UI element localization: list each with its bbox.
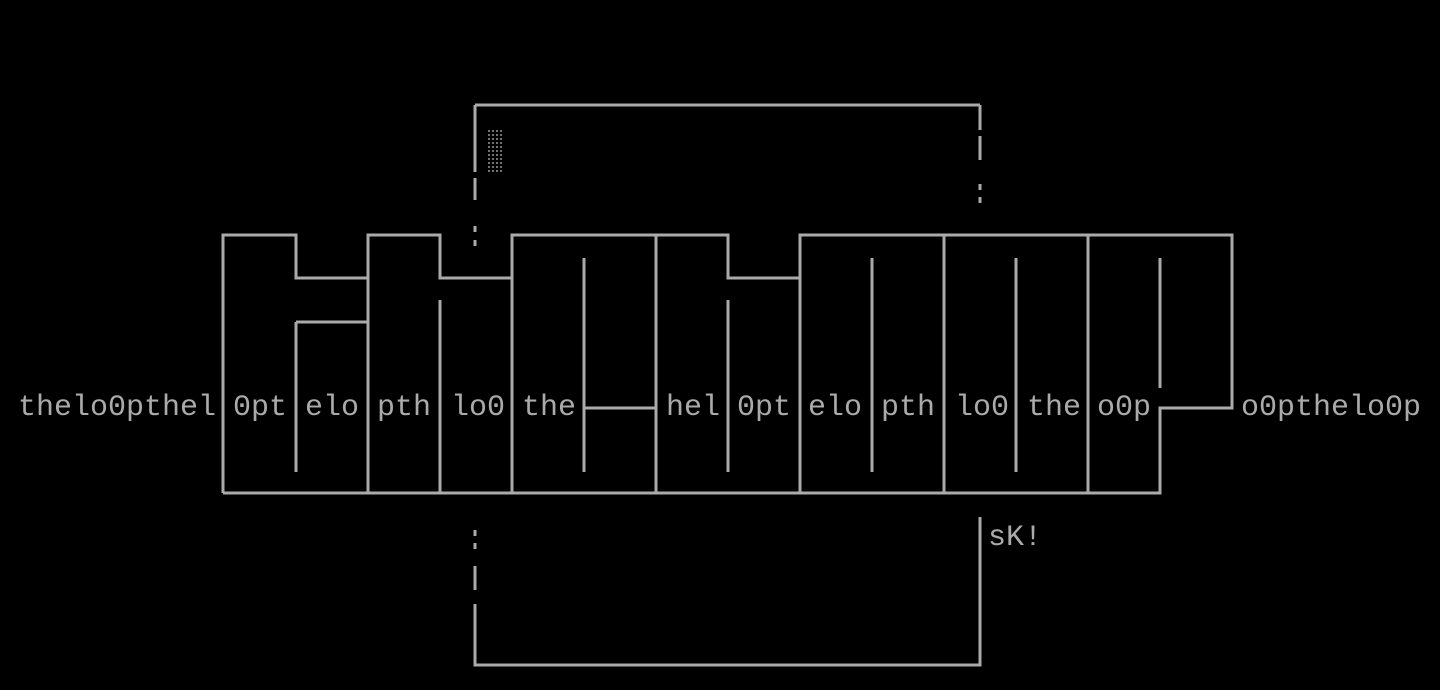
row-text-right: o0pthelo0p	[1241, 391, 1422, 425]
cell-text: lo0	[451, 391, 506, 425]
cell-text: elo	[808, 391, 863, 425]
cell-text: the	[522, 391, 577, 425]
row-text-left: thelo0pthel	[18, 391, 217, 425]
cell-text: the	[1027, 391, 1082, 425]
cell-text: elo	[305, 391, 360, 425]
cell-text: 0pt	[737, 391, 792, 425]
cell-text: hel	[666, 391, 721, 425]
shade-block	[488, 130, 502, 172]
cell-text: o0p	[1097, 391, 1152, 425]
cell-dividers	[366, 235, 1090, 493]
cell-text: pth	[881, 391, 936, 425]
main-block-outline	[221, 233, 1234, 495]
lower-box-left	[473, 517, 982, 667]
cell-text: 0pt	[233, 391, 288, 425]
cell-text: pth	[377, 391, 432, 425]
inner-strokes	[294, 258, 1162, 493]
lower-label: sK!	[988, 521, 1043, 555]
cell-text: lo0	[955, 391, 1010, 425]
